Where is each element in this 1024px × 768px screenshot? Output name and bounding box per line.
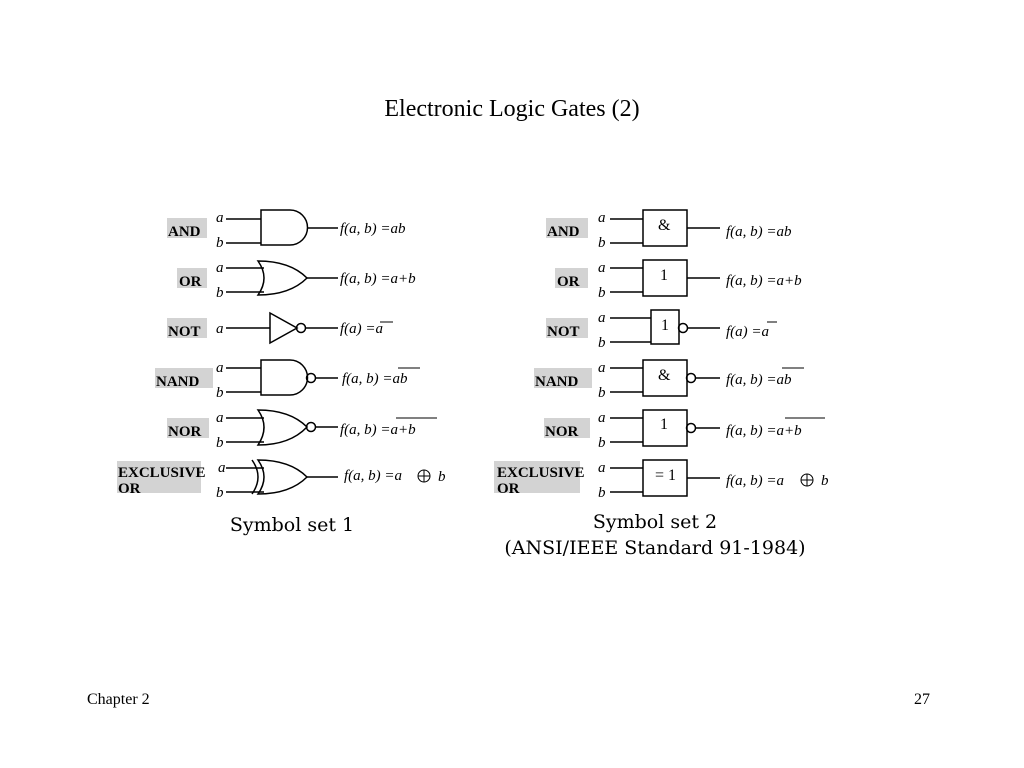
set1-nand-input-a: a <box>216 360 224 376</box>
set2-gate-label-xor-line2: OR <box>497 481 520 497</box>
set2-not-gate-symbol <box>610 309 720 345</box>
set2-nand-box-symbol: & <box>658 367 671 384</box>
set1-xor-function: f(a, b) =a <box>344 468 402 484</box>
set1-or-function: f(a, b) =a+b <box>340 271 416 287</box>
set2-gate-label-and: AND <box>547 224 580 240</box>
footer-page-number: 27 <box>914 691 930 708</box>
set1-nand-function: f(a, b) =ab <box>342 371 408 387</box>
set2-xor-box-symbol: = 1 <box>655 467 676 484</box>
set1-nor-function: f(a, b) =a+b <box>340 422 416 438</box>
set1-or-input-a: a <box>216 260 224 276</box>
set1-not-function: f(a) =a <box>340 321 383 337</box>
set1-caption: Symbol set 1 <box>229 514 355 536</box>
set1-xor-gate-symbol <box>226 459 338 495</box>
set2-and-box-symbol: & <box>658 217 671 234</box>
set1-not-gate-symbol <box>226 311 338 345</box>
set2-xor-input-b: b <box>598 485 606 501</box>
set2-xor-gate-symbol <box>610 459 720 497</box>
set2-or-function: f(a, b) =a+b <box>726 273 802 289</box>
set2-nor-input-a: a <box>598 410 606 426</box>
set1-gate-label-xor-line2: OR <box>118 481 141 497</box>
set2-and-gate-symbol <box>610 209 720 247</box>
set2-not-box-symbol: 1 <box>661 317 669 334</box>
set1-not-input-a: a <box>216 321 224 337</box>
set2-nor-gate-symbol <box>610 409 720 447</box>
set2-not-input-a: a <box>598 310 606 326</box>
set2-nand-input-b: b <box>598 385 606 401</box>
set2-xor-function: f(a, b) =a <box>726 473 784 489</box>
set2-and-function: f(a, b) =ab <box>726 224 792 240</box>
set2-not-input-b: b <box>598 335 606 351</box>
set1-and-gate-symbol <box>226 209 338 246</box>
set2-or-box-symbol: 1 <box>660 267 668 284</box>
set2-and-input-a: a <box>598 210 606 226</box>
slide-title: Electronic Logic Gates (2) <box>384 96 640 122</box>
set2-caption-line2: (ANSI/IEEE Standard 91-1984) <box>504 537 806 559</box>
set2-nand-input-a: a <box>598 360 606 376</box>
set2-gate-label-nand: NAND <box>535 374 578 390</box>
set1-xor-input-b: b <box>216 485 224 501</box>
set1-gate-label-not: NOT <box>168 324 201 340</box>
set1-nor-input-a: a <box>216 410 224 426</box>
set1-and-function: f(a, b) =ab <box>340 221 406 237</box>
set2-gate-label-xor-line1: EXCLUSIVE <box>497 465 585 481</box>
set2-or-input-b: b <box>598 285 606 301</box>
set2-not-function: f(a) =a <box>726 324 769 340</box>
set2-gate-label-nor: NOR <box>545 424 579 440</box>
set2-nor-input-b: b <box>598 435 606 451</box>
set1-and-input-b: b <box>216 235 224 251</box>
footer-chapter: Chapter 2 <box>87 691 150 708</box>
set1-gate-label-nand: NAND <box>156 374 199 390</box>
set1-xor-function-tail: b <box>438 469 446 485</box>
set2-nor-function: f(a, b) =a+b <box>726 423 802 439</box>
set2-nor-box-symbol: 1 <box>660 416 668 433</box>
set1-gate-label-xor-line1: EXCLUSIVE <box>118 465 206 481</box>
set1-nand-gate-symbol <box>226 359 338 396</box>
set2-or-gate-symbol <box>610 259 720 297</box>
set2-xor-input-a: a <box>598 460 606 476</box>
set1-and-input-a: a <box>216 210 224 226</box>
set1-nand-input-b: b <box>216 385 224 401</box>
set1-or-gate-symbol <box>226 260 338 296</box>
set2-caption-line1: Symbol set 2 <box>592 511 718 533</box>
set1-xor-input-a: a <box>218 460 226 476</box>
set2-or-input-a: a <box>598 260 606 276</box>
set1-nor-gate-symbol <box>226 409 338 446</box>
set2-gate-label-or: OR <box>557 274 580 290</box>
set1-gate-label-or: OR <box>179 274 202 290</box>
set2-nand-gate-symbol <box>610 359 720 397</box>
set2-nand-function: f(a, b) =ab <box>726 372 792 388</box>
set1-nor-input-b: b <box>216 435 224 451</box>
set2-xor-function-tail: b <box>821 473 829 489</box>
set1-gate-label-and: AND <box>168 224 201 240</box>
set1-gate-label-nor: NOR <box>168 424 202 440</box>
set2-gate-label-not: NOT <box>547 324 580 340</box>
set1-or-input-b: b <box>216 285 224 301</box>
set2-and-input-b: b <box>598 235 606 251</box>
